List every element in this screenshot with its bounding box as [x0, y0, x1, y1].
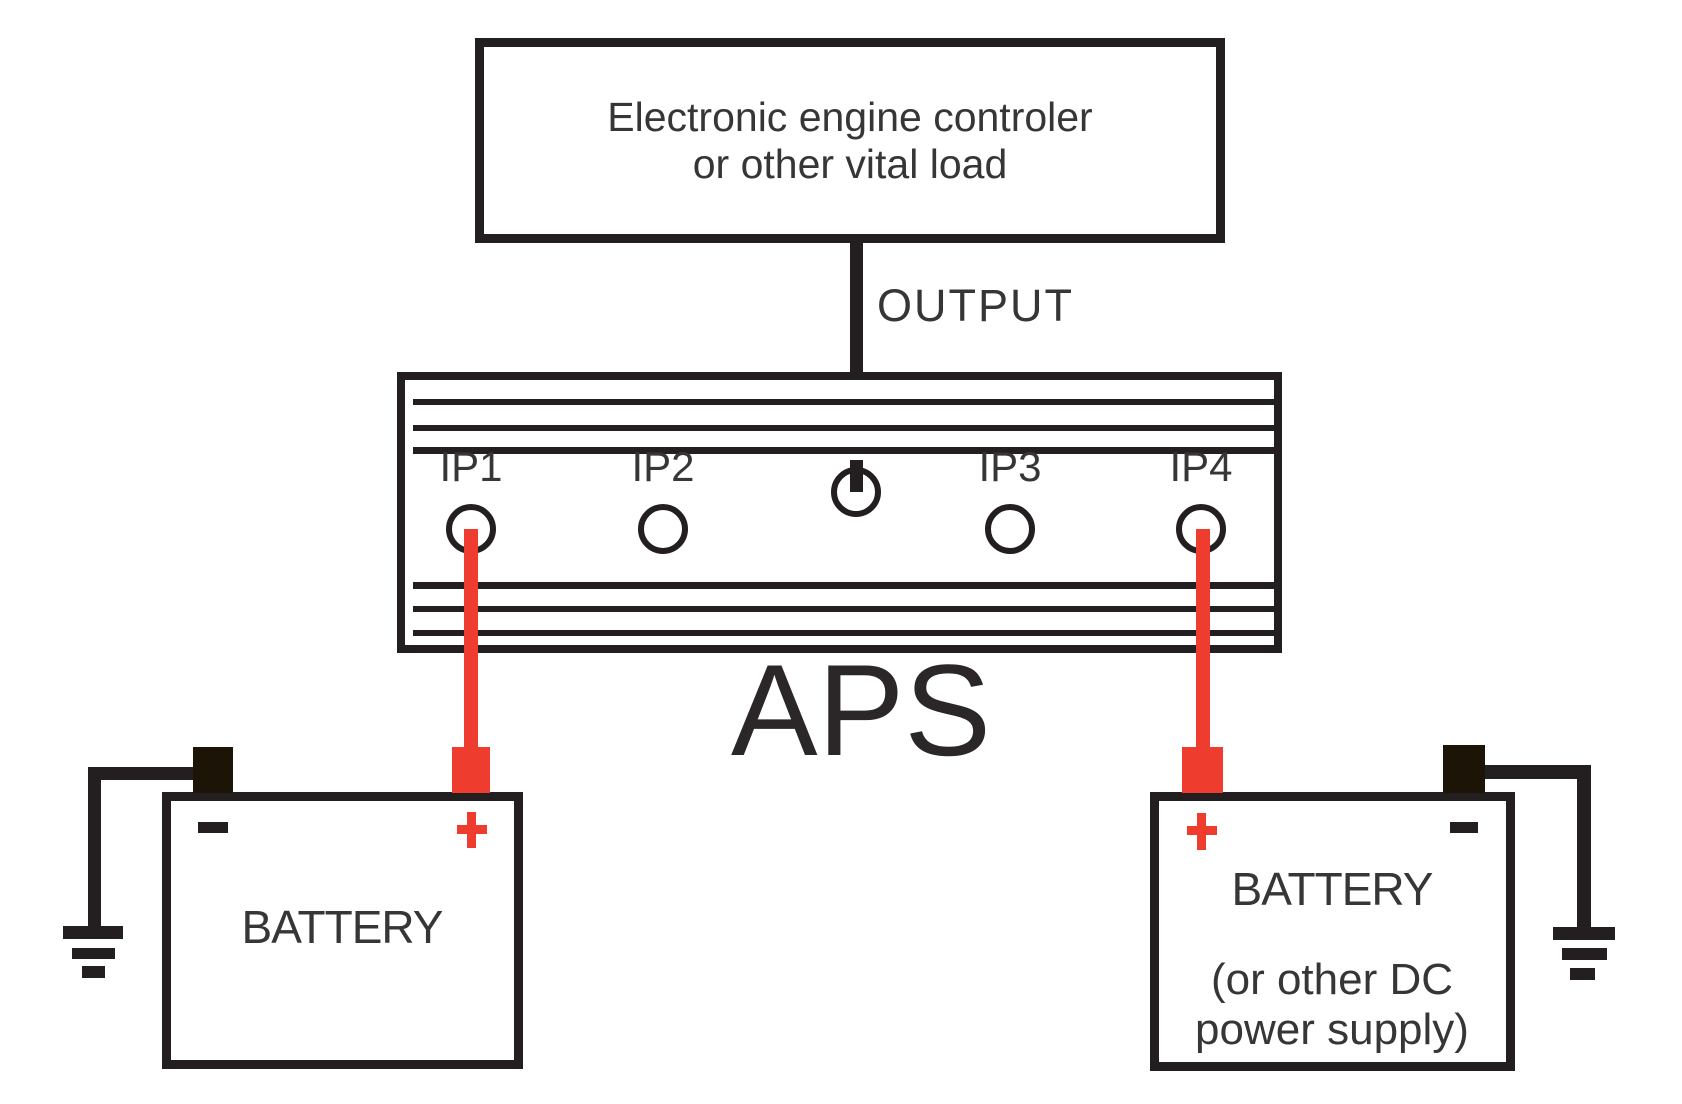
load-box: Electronic engine controler or other vit…: [475, 38, 1225, 243]
aps-fin-line: [413, 606, 1282, 612]
right-battery-note-line1: (or other DC: [1210, 955, 1454, 1004]
left-battery: [162, 792, 523, 1069]
aps-fin-line: [413, 630, 1282, 636]
minus-icon: [198, 822, 228, 833]
ground-icon: [1553, 927, 1615, 980]
ground-bar: [1562, 948, 1607, 960]
aps-device: [397, 372, 1282, 653]
left-battery-negative-terminal: [193, 747, 233, 793]
aps-input-label-ip1: IP1: [439, 443, 503, 490]
ground-bar: [82, 966, 105, 978]
aps-fin-line: [413, 399, 1282, 405]
right-ground-wire-vertical: [1577, 765, 1591, 933]
right-battery-note-line2: power supply): [1195, 1005, 1469, 1054]
right-battery-label: BATTERY: [1231, 863, 1434, 915]
output-wire-tip: [850, 460, 863, 492]
aps-input-label-ip3: IP3: [978, 443, 1042, 490]
aps-label: APS: [730, 637, 992, 783]
ip1-positive-wire: [464, 529, 478, 779]
left-battery-label: BATTERY: [241, 901, 444, 953]
left-ground-wire-horizontal: [88, 767, 193, 780]
load-box-line2: or other vital load: [692, 140, 1008, 187]
left-battery-positive-terminal: [452, 747, 490, 793]
aps-input-label-ip2: IP2: [631, 443, 695, 490]
aps-input-label-ip4: IP4: [1169, 443, 1233, 490]
aps-fin-line: [413, 582, 1282, 589]
left-ground-wire-vertical: [88, 767, 101, 927]
right-battery-note: (or other DC power supply): [1162, 955, 1502, 1055]
right-battery: [1150, 792, 1515, 1071]
aps-fin-line: [413, 447, 1282, 454]
plus-icon: [467, 812, 476, 848]
ground-icon: [63, 926, 123, 979]
output-label: OUTPUT: [877, 280, 1074, 331]
ground-bar: [1553, 927, 1615, 940]
plus-icon: [1197, 813, 1206, 850]
ip4-positive-wire: [1196, 529, 1210, 779]
aps-ip3-terminal-circle: [985, 504, 1035, 554]
ground-bar: [72, 948, 115, 959]
ground-bar: [1570, 968, 1595, 980]
load-box-line1: Electronic engine controler: [607, 93, 1093, 140]
ground-bar: [63, 926, 123, 939]
right-battery-negative-terminal: [1443, 745, 1485, 793]
right-battery-positive-terminal: [1182, 747, 1223, 793]
minus-icon: [1450, 822, 1478, 833]
aps-fin-line: [413, 425, 1282, 431]
right-ground-wire-horizontal: [1485, 765, 1591, 779]
aps-ip2-terminal-circle: [638, 504, 688, 554]
